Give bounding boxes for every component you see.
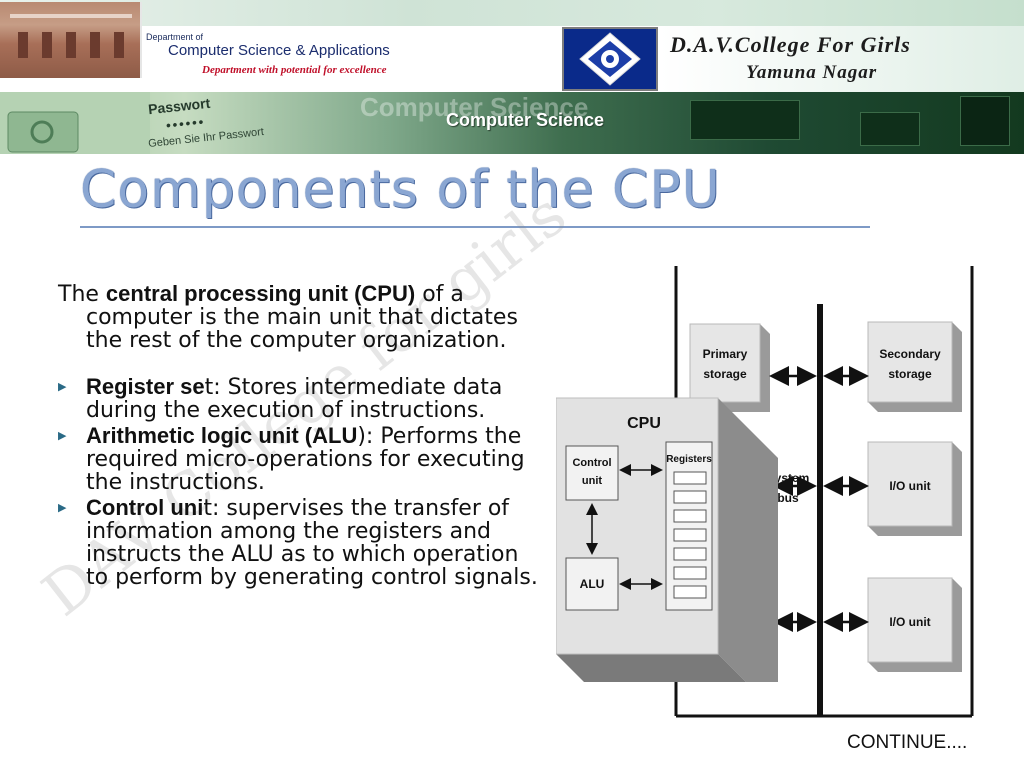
register-cell [673,585,707,599]
circuit-chip [860,112,920,146]
cpu-components-diagram: Primary storage Secondary storage I/O un… [556,266,974,718]
control-unit-box [565,445,619,501]
bullet-term: Register se [86,374,205,399]
register-cell [673,547,707,561]
secondary-storage-line2: storage [888,367,932,381]
continue-link[interactable]: CONTINUE.... [847,732,968,753]
bullet-term: Control uni [86,495,204,520]
intro-term: central processing unit (CPU) [105,281,416,306]
cpu-box: CPU Control unit ALU Registers [556,397,778,682]
bullet-term: Arithmetic logic unit (ALU [86,423,358,448]
bullet-control-unit: ▶ Control unit: supervises the transfer … [58,496,540,589]
register-cell [673,528,707,542]
header-image-strip: Passwort •••••• Geben Sie Ihr Passwort C… [0,92,1024,154]
registers-box [665,441,713,611]
register-cell [673,509,707,523]
slide-body: The central processing unit (CPU) of a c… [58,282,540,591]
system-bus-line2: bus [777,491,799,505]
cpu-label: CPU [627,415,661,432]
registers-label: Registers [666,454,712,465]
college-name-box: D.A.V.College For Girls Yamuna Nagar [660,26,1024,92]
department-tagline: Department with potential for excellence [202,64,387,76]
bullet-text: ): Performs the required micro-operation… [86,424,525,495]
department-prefix: Department of [146,32,204,42]
register-cell [673,471,707,485]
secondary-storage-line1: Secondary [879,347,941,361]
intro-paragraph: The central processing unit (CPU) of a c… [58,282,540,352]
bullet-arrow-icon: ▶ [58,380,67,393]
io-unit-1-label: I/O unit [889,479,930,493]
circuit-chip [960,96,1010,146]
intro-post: of a computer is the main unit that dict… [86,282,518,353]
register-cell [673,490,707,504]
alu-box [565,557,619,611]
header-strip [0,0,1024,26]
department-box: Department of Computer Science & Applica… [142,26,552,84]
bullet-text: t: Stores intermediate data during the e… [86,375,503,423]
banner-text: Computer Science [446,110,605,130]
io-unit-box-1: I/O unit [867,441,962,536]
header-banner: Department of Computer Science & Applica… [0,0,1024,92]
bullet-arrow-icon: ▶ [58,429,67,442]
banner-password-dots: •••••• [165,113,206,134]
io-unit-2-label: I/O unit [889,615,930,629]
title-underline [80,226,870,228]
intro-pre: The [58,282,106,307]
register-cell [673,566,707,580]
secondary-storage-box: Secondary storage [867,321,962,412]
primary-storage-box: Primary storage [689,323,770,412]
slide-title: Components of the CPU [80,160,721,220]
circuit-chip [690,100,800,140]
college-logo [562,27,658,91]
department-name: Computer Science & Applications [168,42,390,59]
bullet-arrow-icon: ▶ [58,501,67,514]
college-city: Yamuna Nagar [746,62,878,83]
bullet-register-set: ▶ Register set: Stores intermediate data… [58,375,540,422]
banner-password-hint: Geben Sie Ihr Passwort [147,125,265,151]
banner-ghost-text: Computer Science [360,92,589,122]
alu-label: ALU [580,577,605,591]
keyboard-graphic [0,92,150,154]
bullet-alu: ▶ Arithmetic logic unit (ALU): Performs … [58,424,540,494]
college-name: D.A.V.College For Girls [670,32,911,57]
primary-storage-line2: storage [703,367,747,381]
control-unit-line2: unit [582,475,602,487]
bullet-text: t: supervises the transfer of informatio… [86,496,538,590]
primary-storage-line1: Primary [703,347,748,361]
control-unit-line1: Control [572,457,611,469]
college-building-photo [0,2,142,78]
register-cells [673,471,707,599]
io-unit-box-2: I/O unit [867,577,962,672]
